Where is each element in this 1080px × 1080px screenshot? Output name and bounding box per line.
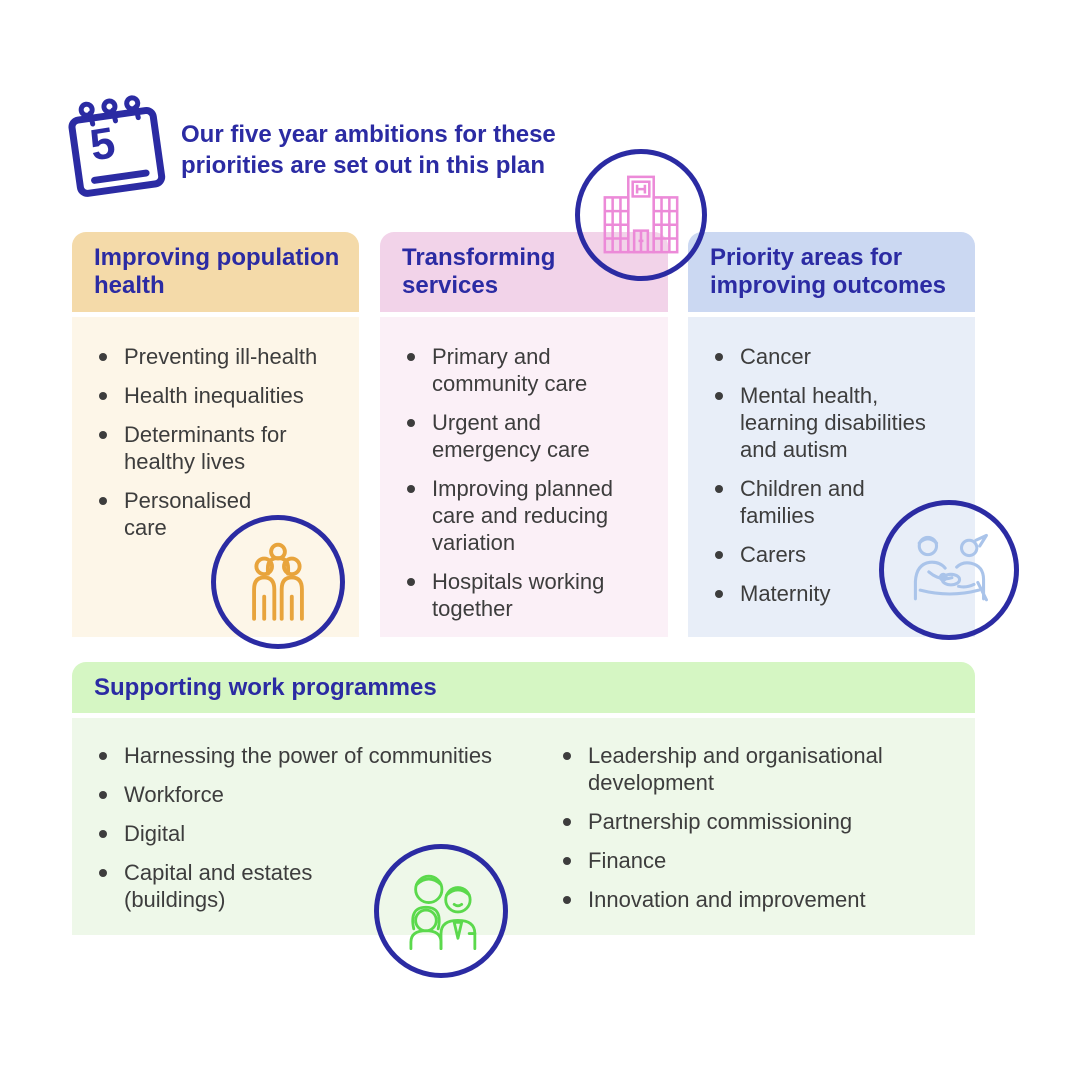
bullet-dot [715,485,723,493]
list-item: Personalised care [94,487,351,541]
list-item: Workforce [94,781,558,808]
supporting-work-programmes-section: Supporting work programmes Harnessing th… [72,662,975,935]
bullet-dot [99,431,107,439]
bullet-dot [407,419,415,427]
list-item: Partnership commissioning [558,808,958,835]
column-body: Cancer Mental health, learning disabilit… [688,317,975,637]
list-item: Leadership and organisational developmen… [558,742,958,796]
bullet-dot [99,752,107,760]
list-item: Primary and community care [402,343,660,397]
bullet-dot [99,353,107,361]
section-body: Harnessing the power of communities Work… [72,718,975,935]
list-item: Determinants for healthy lives [94,421,351,475]
bullet-dot [563,857,571,865]
calendar-icon-art [68,95,166,197]
calendar-number: 5 [86,118,119,171]
population-badge [211,515,345,649]
list-item: Maternity [710,580,967,607]
bullet-dot [99,791,107,799]
list-item: Urgent and emergency care [402,409,660,463]
bullet-dot [407,353,415,361]
carers-icon [913,533,988,602]
bullet-dot [407,485,415,493]
column-body: Primary and community care Urgent and em… [380,317,668,637]
page-title-line2: priorities are set out in this plan [181,152,546,179]
list-item: Harnessing the power of communities [94,742,558,769]
bullet-dot [99,392,107,400]
list-item: Preventing ill-health [94,343,351,370]
supporting-left-list: Harnessing the power of communities Work… [94,742,558,935]
column-header: Improving population health [72,232,359,312]
population-icon [252,542,304,621]
bullet-dot [715,551,723,559]
workforce-badge [374,844,508,978]
list-item: Children and families [710,475,967,529]
bullet-dot [99,869,107,877]
hospital-icon [603,175,679,254]
list-item: Hospitals working together [402,568,660,622]
hospital-badge [575,149,707,281]
list-item: Mental health, learning disabilities and… [710,382,967,463]
bullet-dot [563,896,571,904]
list-item: Cancer [710,343,967,370]
list-item: Improving planned care and reducing vari… [402,475,660,556]
bullet-dot [99,830,107,838]
list-item: Capital and estates (buildings) [94,859,558,913]
list-item: Innovation and improvement [558,886,958,913]
column-transforming-services: Transforming services Primary and commun… [380,232,668,637]
list-item: Digital [94,820,558,847]
bullet-dot [715,353,723,361]
calendar-icon: 5 [53,83,179,209]
bullet-dot [99,497,107,505]
supporting-right-list: Leadership and organisational developmen… [558,742,958,935]
bullet-dot [715,590,723,598]
workforce-icon [409,874,477,951]
list-item: Carers [710,541,967,568]
list-item: Health inequalities [94,382,351,409]
bullet-dot [563,752,571,760]
column-header: Priority areas for improving outcomes [688,232,975,312]
column-priority-areas: Priority areas for improving outcomes Ca… [688,232,975,637]
carers-badge [879,500,1019,640]
page-title-line1: Our five year ambitions for these [181,121,556,148]
bullet-dot [407,578,415,586]
list-item: Finance [558,847,958,874]
section-header: Supporting work programmes [72,662,975,713]
page-title: Our five year ambitions for these priori… [181,119,611,181]
bullet-dot [715,392,723,400]
bullet-dot [563,818,571,826]
